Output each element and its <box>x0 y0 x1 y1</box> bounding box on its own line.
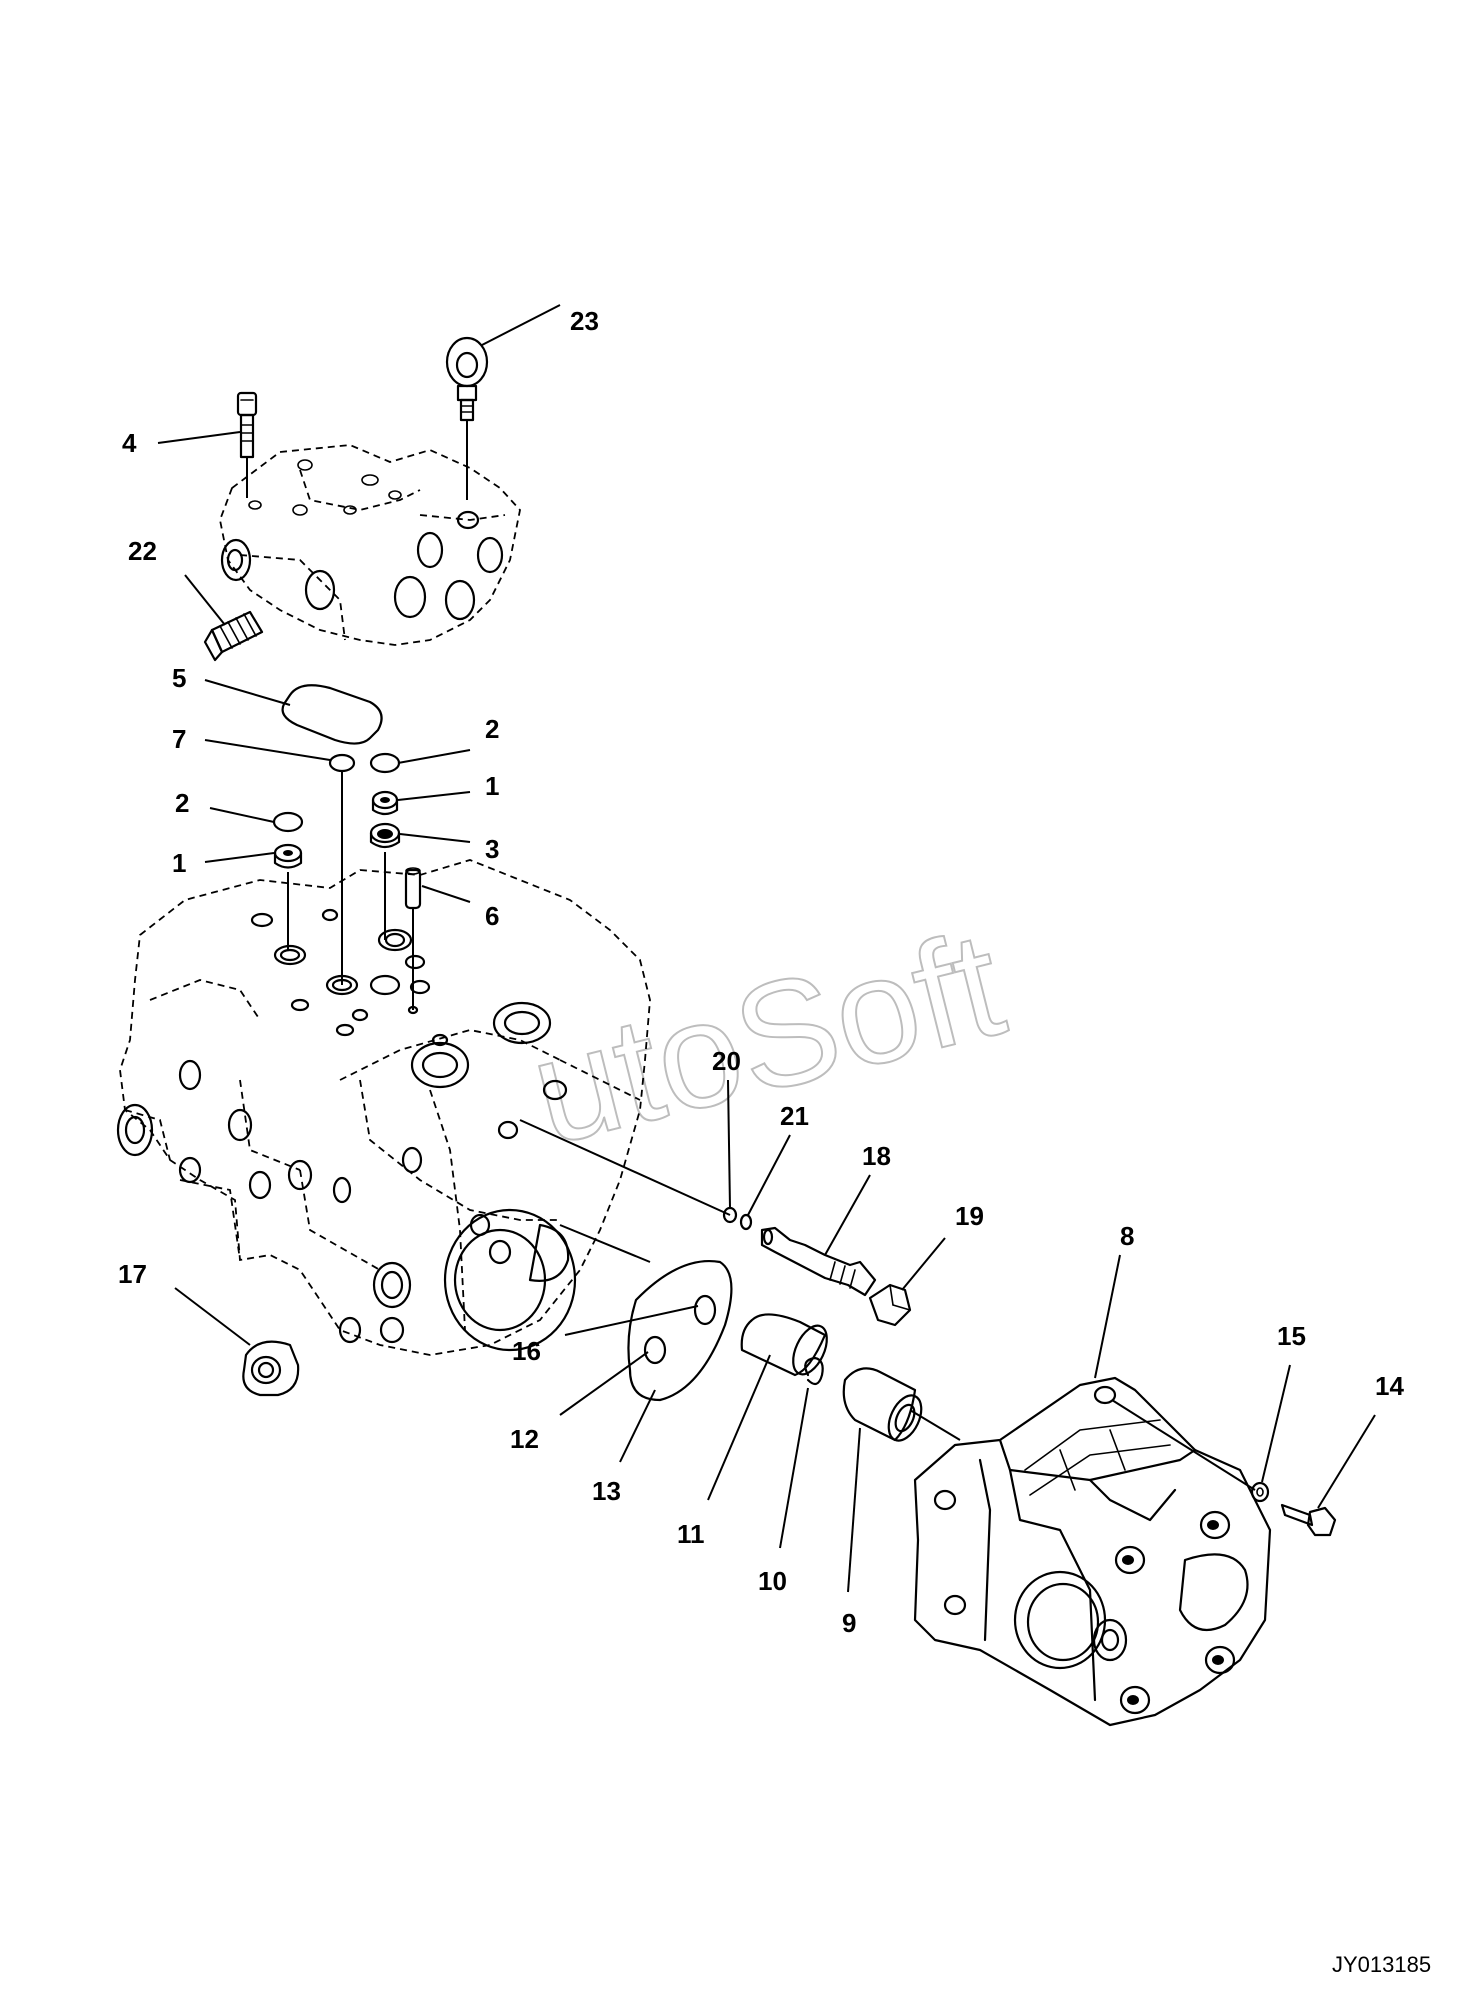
part-3-plug <box>369 822 401 849</box>
part-19-nut <box>868 1283 912 1327</box>
assembly-lines-upper <box>287 771 414 1010</box>
callout-6: 6 <box>485 901 499 931</box>
upper-valve-block <box>219 444 521 646</box>
callout-13: 13 <box>592 1476 621 1506</box>
part-17-bushing <box>242 1340 300 1397</box>
callout-14: 14 <box>1375 1371 1404 1401</box>
callout-17: 17 <box>118 1259 147 1289</box>
callout-2-left: 2 <box>175 788 189 818</box>
part-9-coupling <box>842 1367 923 1442</box>
callout-9: 9 <box>842 1608 856 1638</box>
callout-5: 5 <box>172 663 186 693</box>
part-5-gasket <box>281 684 383 745</box>
document-id: JY013185 <box>1332 1952 1431 1977</box>
callout-22: 22 <box>128 536 157 566</box>
callout-1-right: 1 <box>485 771 499 801</box>
callout-2-right: 2 <box>485 714 499 744</box>
part-14-bolt <box>1280 1503 1337 1537</box>
callout-18: 18 <box>862 1141 891 1171</box>
part-10-snap-ring <box>804 1356 824 1386</box>
watermark: utoSoft <box>516 898 1018 1176</box>
callout-19: 19 <box>955 1201 984 1231</box>
callout-7: 7 <box>172 724 186 754</box>
part-7-oring <box>328 753 356 773</box>
part-2-oring-right <box>369 752 401 774</box>
callout-15: 15 <box>1277 1321 1306 1351</box>
callout-11: 11 <box>677 1519 705 1549</box>
callout-20: 20 <box>712 1046 741 1076</box>
part-15-washer <box>1250 1481 1270 1503</box>
main-pump-body <box>116 859 651 1356</box>
part-11-ring <box>740 1313 828 1377</box>
part-13-gasket-plate <box>627 1260 733 1402</box>
callout-leaders <box>157 304 1376 1593</box>
callout-21: 21 <box>780 1101 809 1131</box>
callouts: 23 4 22 5 7 2 1 2 1 3 6 20 21 18 19 8 17… <box>118 306 1404 1638</box>
callout-4: 4 <box>122 428 137 458</box>
part-21-oring <box>739 1213 753 1231</box>
part-1-plug-right <box>371 790 399 816</box>
part-4-bolt <box>236 391 258 498</box>
callout-12: 12 <box>510 1424 539 1454</box>
part-23-eye-bolt <box>445 336 489 500</box>
part-2-oring-left <box>272 811 304 833</box>
callout-16: 16 <box>512 1336 541 1366</box>
callout-1-left: 1 <box>172 848 186 878</box>
part-18-spool <box>760 1226 877 1297</box>
part-22-plug <box>203 610 264 662</box>
callout-8: 8 <box>1120 1221 1134 1251</box>
callout-23: 23 <box>570 306 599 336</box>
part-1-plug-left <box>273 843 303 869</box>
assembly-lines-lower <box>519 1119 1256 1491</box>
part-8-gear-pump <box>913 1376 1272 1727</box>
callout-3: 3 <box>485 834 499 864</box>
callout-10: 10 <box>758 1566 787 1596</box>
